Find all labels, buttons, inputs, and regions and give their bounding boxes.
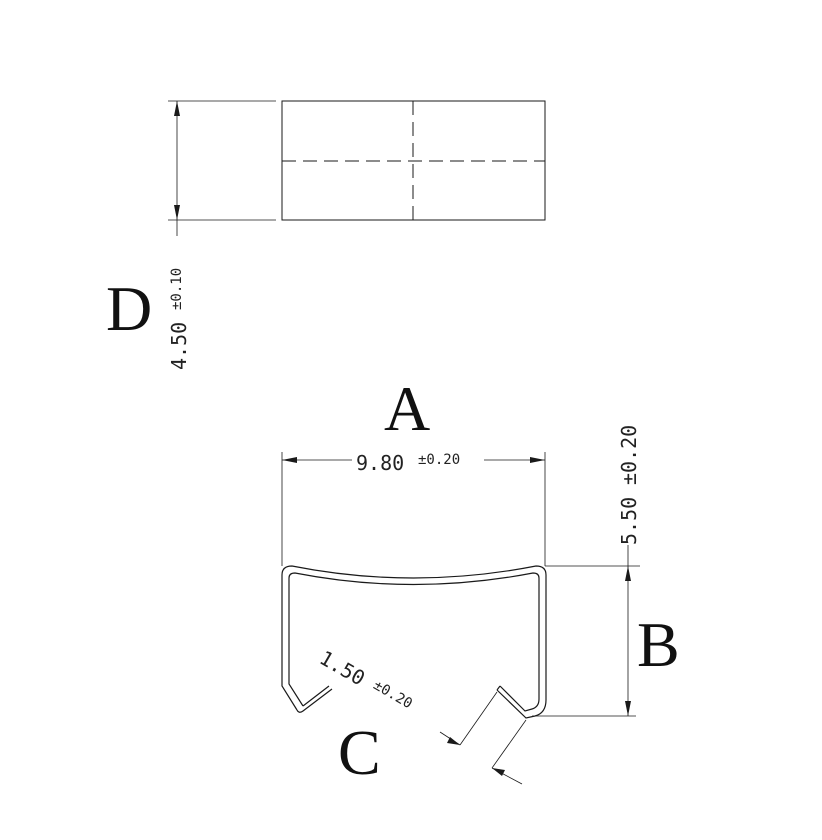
c-dimension-value: 1.50 <box>316 646 370 691</box>
label-b: B <box>637 609 680 680</box>
c-arrow-lower <box>492 768 505 776</box>
b-dimension-value: 5.50 <box>617 497 641 545</box>
label-c: C <box>338 717 381 788</box>
b-arrow-bottom <box>625 701 631 716</box>
d-dimension-value: 4.50 <box>167 322 191 370</box>
front-view: A 9.80 ±0.20 5.50 ±0.20 B <box>281 373 680 788</box>
d-arrow-bottom <box>174 205 180 220</box>
a-dimension-value: 9.80 <box>356 451 404 475</box>
channel-profile-inner <box>288 572 540 712</box>
c-extension-1 <box>459 691 498 746</box>
c-dimension-tolerance: ±0.20 <box>370 677 415 712</box>
channel-profile-outer <box>281 565 547 719</box>
label-d: D <box>106 273 152 344</box>
channel-left-hook <box>296 685 333 713</box>
d-arrow-top <box>174 101 180 116</box>
label-a: A <box>384 373 430 444</box>
d-dimension-tolerance: ±0.10 <box>169 268 185 310</box>
top-view: 4.50 ±0.10 D <box>106 100 546 370</box>
channel-right-lip-end <box>496 685 501 691</box>
a-arrow-left <box>282 457 297 463</box>
b-dimension-tolerance: ±0.20 <box>617 425 641 485</box>
a-dimension-tolerance: ±0.20 <box>418 452 460 468</box>
a-arrow-right <box>530 457 545 463</box>
b-arrow-top <box>625 566 631 581</box>
c-arrow-upper <box>447 737 460 745</box>
c-extension-2 <box>491 719 527 769</box>
